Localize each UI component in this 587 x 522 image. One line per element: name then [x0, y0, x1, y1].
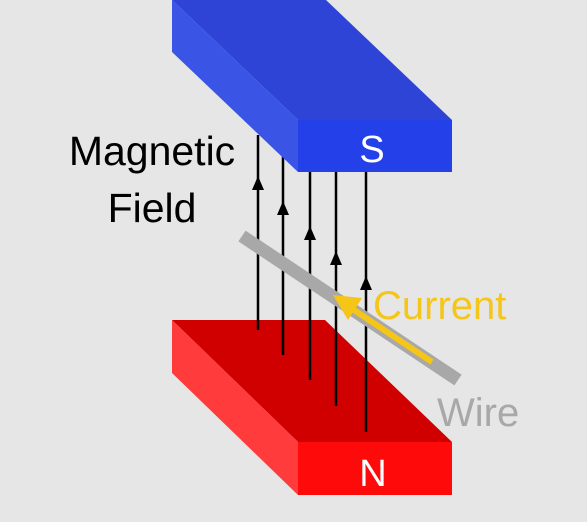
current-arrow-shaft — [352, 307, 434, 365]
current-label: Current — [373, 284, 506, 328]
north-pole-label: N — [359, 453, 386, 495]
south-magnet-side-face — [172, 0, 298, 172]
north-magnet-front-face — [298, 442, 452, 495]
north-magnet-top-face — [172, 320, 452, 442]
current-arrow — [333, 295, 434, 365]
field-label-line1: Magnetic — [69, 128, 235, 174]
current-arrow-head — [333, 295, 362, 320]
south-pole-label: S — [359, 129, 384, 171]
field-label-line2: Field — [108, 185, 197, 231]
north-magnet: N — [172, 320, 452, 495]
south-magnet: S — [172, 0, 452, 172]
field-line-arrow — [330, 251, 342, 265]
field-line-arrow — [277, 201, 289, 215]
south-magnet-front-face — [298, 120, 452, 172]
field-line-arrow — [252, 176, 264, 190]
south-magnet-top-face — [172, 0, 452, 120]
north-magnet-side-face — [172, 320, 298, 495]
field-line-arrow — [360, 276, 372, 290]
wire-label: Wire — [437, 391, 519, 435]
field-line-arrow — [304, 226, 316, 240]
